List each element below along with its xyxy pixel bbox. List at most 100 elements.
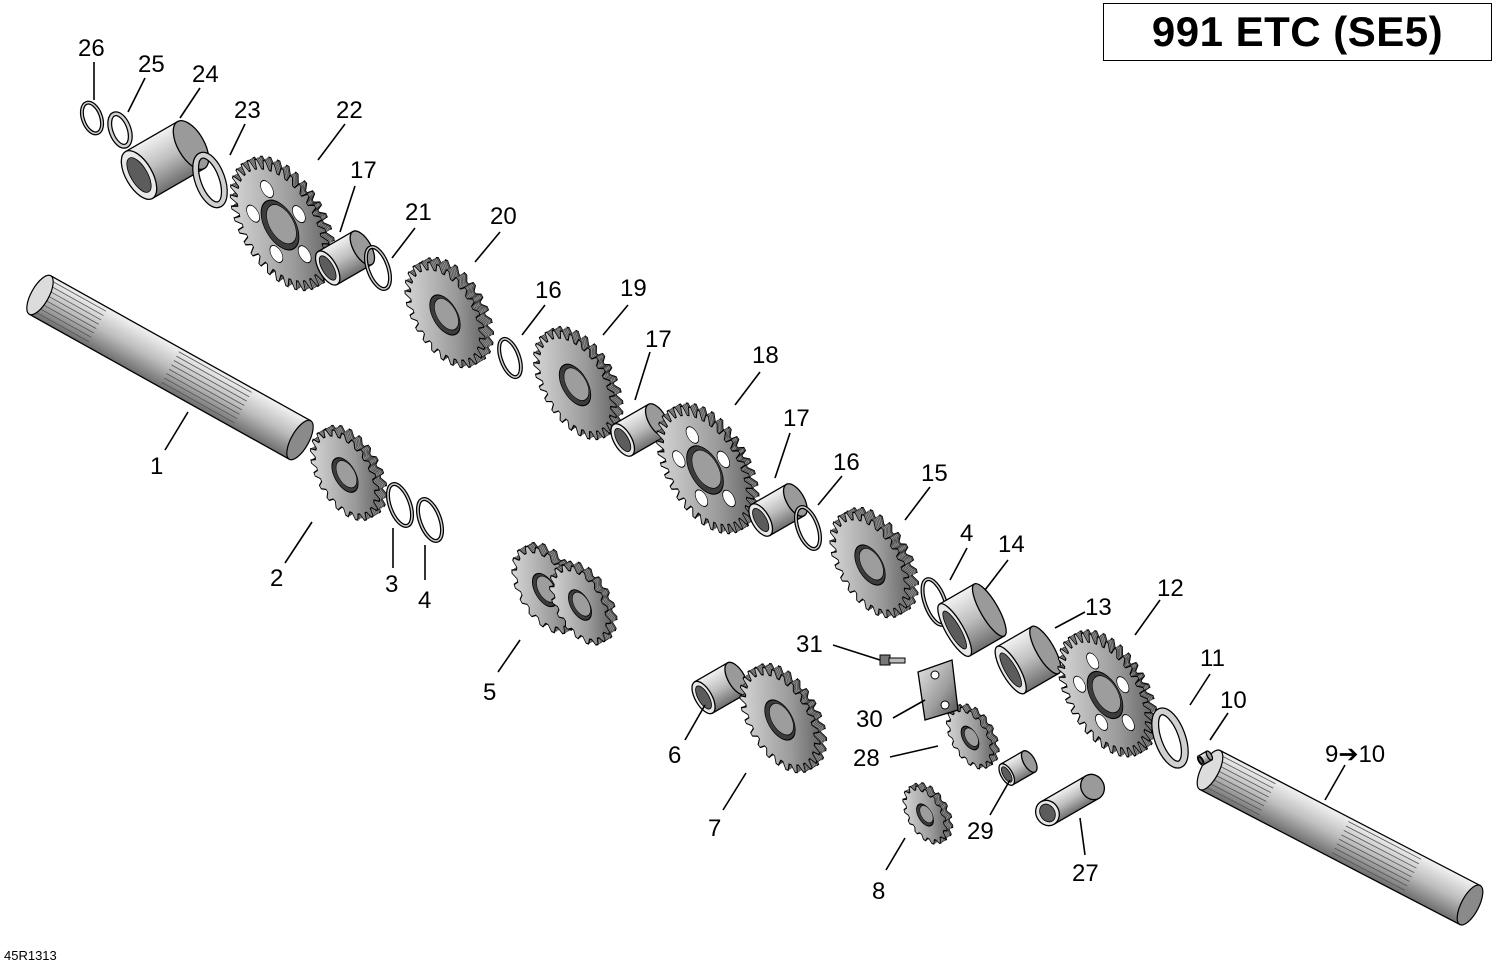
callout-21: 21 <box>405 199 432 226</box>
callout-2: 2 <box>270 565 283 592</box>
leader-17a <box>339 185 356 233</box>
circlip-part-21 <box>363 245 393 291</box>
washer-part-25 <box>107 111 133 149</box>
leader-9 <box>1324 764 1346 801</box>
callout-8: 8 <box>872 878 885 905</box>
leader-2 <box>284 521 313 564</box>
leader-31 <box>832 644 881 661</box>
leader-7 <box>722 772 747 811</box>
callout-9-to-10: 9➔10 <box>1325 741 1385 768</box>
spacer-part-27 <box>1034 773 1106 827</box>
leader-16b <box>817 475 843 506</box>
callout-31: 31 <box>796 631 823 658</box>
parts-layer <box>26 100 1484 926</box>
leader-11 <box>1189 673 1211 706</box>
callout-11: 11 <box>1200 645 1225 672</box>
leader-25 <box>127 77 146 113</box>
leader-15 <box>904 486 931 521</box>
callout-30: 30 <box>856 706 883 733</box>
leader-30 <box>892 699 926 719</box>
leader-lines <box>93 62 1346 871</box>
diagram-title-box: 991 ETC (SE5) <box>1103 3 1492 61</box>
callout-19: 19 <box>620 275 647 302</box>
gear-part-15 <box>829 506 920 619</box>
callout-28: 28 <box>853 745 880 772</box>
callout-1: 1 <box>150 453 163 480</box>
bushing-part-13 <box>994 625 1062 695</box>
diagram-title: 991 ETC (SE5) <box>1151 8 1444 55</box>
bushing-part-17c <box>748 483 808 537</box>
leader-21 <box>391 227 416 259</box>
leader-14 <box>984 559 1009 591</box>
callout-26: 26 <box>78 35 105 62</box>
gear-part-8 <box>902 782 954 845</box>
leader-17b <box>634 351 651 401</box>
callout-10: 10 <box>1220 687 1247 714</box>
callout-5: 5 <box>483 679 496 706</box>
leader-1 <box>164 411 189 451</box>
bolt-part-31 <box>879 654 906 666</box>
callout-4-upper: 4 <box>960 520 973 547</box>
shaft-part-1 <box>26 274 314 461</box>
sleeve-part-14 <box>937 582 1007 658</box>
gear-part-12 <box>1057 629 1159 758</box>
thrust-washer-part-11 <box>1151 707 1189 769</box>
leader-4b <box>949 547 968 581</box>
callout-17-upper: 17 <box>350 157 377 184</box>
gear-part-20 <box>404 256 495 369</box>
gear-part-28 <box>946 703 1000 770</box>
callout-3: 3 <box>385 571 398 598</box>
gear-part-18 <box>656 402 760 535</box>
bushing-part-17a <box>314 230 376 286</box>
circlip-part-26 <box>79 100 105 136</box>
leader-28 <box>889 745 939 758</box>
figure-reference: 45R1313 <box>4 948 57 963</box>
leader-10 <box>1209 712 1229 741</box>
callout-16-lower: 16 <box>833 449 860 476</box>
pin-part-10 <box>1196 750 1214 766</box>
leader-5 <box>497 639 521 673</box>
gear-part-2 <box>310 424 388 521</box>
gear-part-5b <box>549 560 618 646</box>
circlip-part-3 <box>385 482 415 528</box>
leader-22 <box>317 123 346 161</box>
circlip-part-4a <box>415 497 445 543</box>
leader-17c <box>774 432 791 479</box>
callout-17-lower: 17 <box>783 405 810 432</box>
callout-labels: 26 25 24 23 22 17 21 20 16 19 17 18 17 1… <box>78 35 1385 905</box>
callout-22: 22 <box>336 97 363 124</box>
leader-19 <box>602 304 629 336</box>
gear-part-19 <box>533 326 624 441</box>
callout-20: 20 <box>490 203 517 230</box>
callout-25: 25 <box>138 51 165 78</box>
callout-14: 14 <box>998 531 1025 558</box>
callout-17-middle: 17 <box>645 326 672 353</box>
callout-6: 6 <box>668 742 681 769</box>
callout-15: 15 <box>921 460 948 487</box>
leader-20 <box>474 231 501 263</box>
leader-6 <box>684 704 706 741</box>
leader-29 <box>989 779 1011 816</box>
leader-24 <box>179 87 201 119</box>
circlip-part-16a <box>497 336 523 380</box>
callout-18: 18 <box>752 342 779 369</box>
leader-13 <box>1054 611 1086 629</box>
gear-part-7 <box>739 662 828 774</box>
callout-23: 23 <box>234 97 261 124</box>
callout-29: 29 <box>967 818 994 845</box>
callout-4-lower: 4 <box>418 587 431 614</box>
callout-13: 13 <box>1085 594 1112 621</box>
callout-12: 12 <box>1157 575 1184 602</box>
leader-12 <box>1134 599 1161 636</box>
needle-bearing-part-29 <box>998 750 1038 786</box>
callout-16-upper: 16 <box>535 277 562 304</box>
plate-part-30 <box>917 659 959 721</box>
leader-16a <box>521 304 546 336</box>
shaft-part-9 <box>1196 749 1484 926</box>
callout-7: 7 <box>708 815 721 842</box>
leader-23 <box>229 123 246 156</box>
leader-27 <box>1079 817 1086 856</box>
callout-27: 27 <box>1072 860 1099 887</box>
gear-part-22 <box>229 155 336 292</box>
